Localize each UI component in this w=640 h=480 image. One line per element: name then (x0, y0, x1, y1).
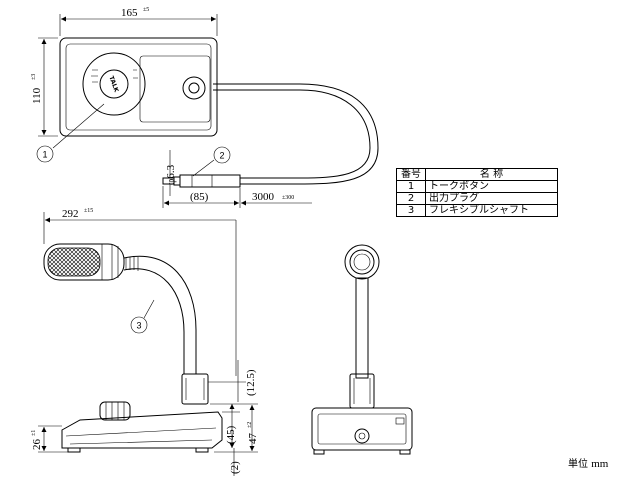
mic-grille (47, 247, 101, 277)
dim-top-width-tol: ±5 (143, 7, 149, 13)
front-mic-head (344, 244, 380, 280)
unit-label-text: 単位 (568, 459, 588, 470)
front-shaft (355, 277, 369, 379)
base-body (61, 411, 223, 449)
neck-collar (181, 373, 209, 405)
talk-button (99, 69, 129, 99)
dim-arm-reach: 292 (62, 208, 79, 220)
mic-head (43, 243, 125, 281)
talk-button-outer (82, 52, 146, 116)
front-view (311, 244, 413, 455)
parts-table-header: 番号 名 称 (396, 168, 558, 181)
dim-arm-reach-tol: ±15 (84, 208, 93, 214)
svg-text:3: 3 (136, 321, 141, 331)
header-name: 名 称 (425, 168, 558, 181)
dim-neck-offset: (12.5) (245, 369, 257, 396)
unit-body-inner (65, 43, 212, 131)
unit-label: 単位 mm (568, 455, 608, 470)
dim-top-width: 165 (121, 7, 138, 19)
unit-value: mm (591, 458, 609, 470)
dim-base-mid: (45) (225, 425, 237, 444)
svg-text:1: 1 (42, 150, 47, 160)
dim-top-height: 110 (31, 87, 43, 104)
cord-outer (213, 83, 379, 185)
svg-text:2: 2 (219, 151, 224, 161)
gooseneck-outer (123, 255, 197, 374)
header-no: 番号 (396, 168, 426, 181)
dim-foot-gap: (2) (229, 461, 241, 474)
dim-cord-len: 3000 (252, 191, 275, 203)
output-plug-body (179, 174, 241, 188)
table-row: 1 トークボタン (396, 180, 558, 193)
callout-2 (213, 146, 231, 164)
top-view: TALK 165 ±5 110 ±3 1 2 (31, 7, 379, 208)
dim-front-height: 26 (31, 439, 43, 451)
dim-cord-tol: ±300 (282, 195, 294, 201)
callout-3 (130, 316, 148, 334)
parts-table: 番号 名 称 1 トークボタン 2 出力プラグ 3 フレキシブルシャフト (396, 168, 558, 217)
front-collar (349, 373, 375, 409)
dim-plug-len: (85) (190, 191, 209, 203)
base-talk-button (99, 401, 131, 421)
front-jack (354, 428, 370, 444)
front-base (311, 407, 413, 451)
callout-1 (36, 145, 54, 163)
output-jack (188, 82, 200, 94)
cord-inner (213, 89, 371, 179)
rear-foot (195, 447, 209, 453)
dim-top-height-tol: ±3 (31, 74, 37, 80)
talk-button-label: TALK (107, 75, 119, 93)
dim-base-height: 47 (247, 433, 259, 445)
table-row: 3 フレキシブルシャフト (396, 204, 558, 217)
table-row: 2 出力プラグ (396, 192, 558, 205)
output-jack-outer (182, 76, 206, 100)
unit-panel (139, 55, 211, 123)
gooseneck-inner (123, 268, 185, 374)
front-foot (67, 447, 81, 453)
dim-front-height-tol: ±1 (31, 430, 37, 436)
dim-base-height-tol: ±2 (247, 422, 253, 428)
output-plug-tip (162, 177, 175, 185)
dim-plug-dia: φ6.3 (165, 164, 177, 185)
unit-body-outline (59, 37, 218, 137)
side-view: 292 ±15 (12.5) (45) 47 ±2 26 ±1 (2) 3 (31, 208, 259, 476)
